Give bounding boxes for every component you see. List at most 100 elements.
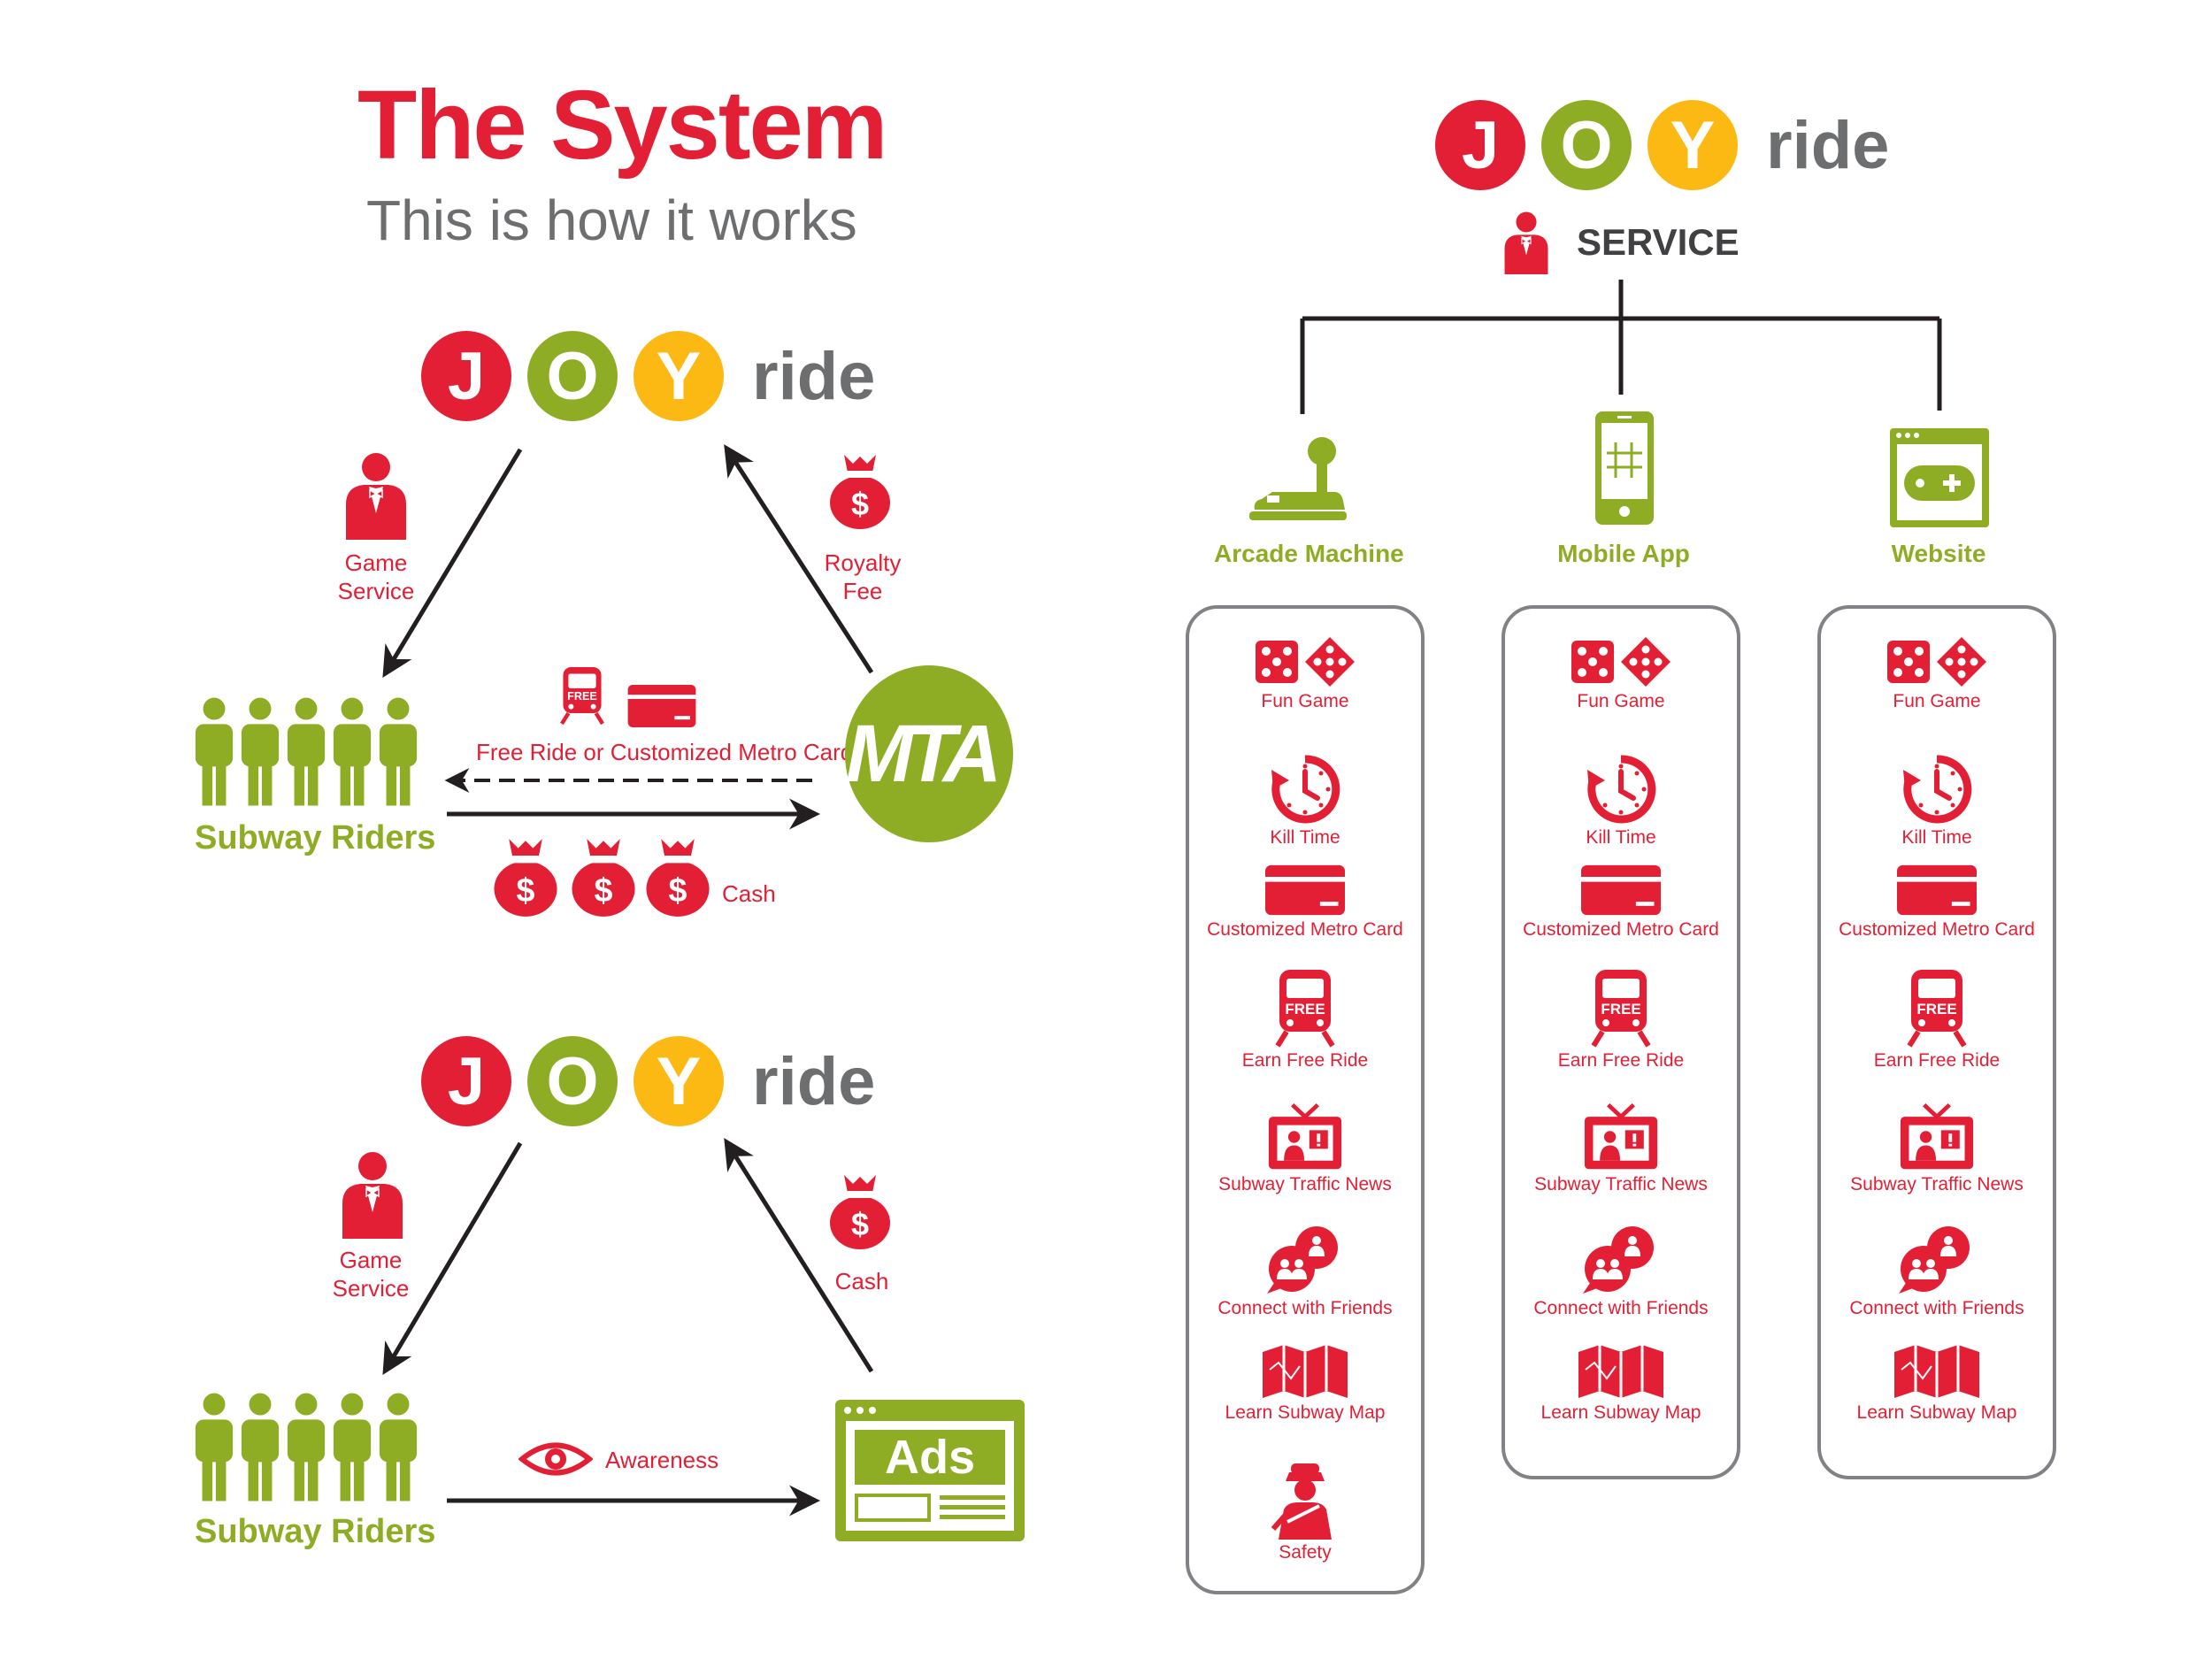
diagram1-arrows <box>382 444 874 830</box>
feature-label: Fun Game <box>1261 691 1349 711</box>
subway-riders-group-1 <box>193 695 423 810</box>
feature-item: Connect with Friends <box>1502 1225 1740 1320</box>
arrow-royalty <box>724 444 874 674</box>
metro-card-icon <box>1817 864 2056 917</box>
logo-letter-o: O <box>527 331 618 421</box>
feature-label: Kill Time <box>1586 827 1656 848</box>
feature-label: Connect with Friends <box>1217 1298 1393 1318</box>
rider-icon <box>239 1391 281 1504</box>
arrow-game-service-2 <box>382 1141 523 1376</box>
logo-letter-o: O <box>1541 100 1632 190</box>
arrow-cash-2 <box>724 1138 874 1373</box>
feature-item: Customized Metro Card <box>1502 864 1740 941</box>
clock-icon <box>1186 754 1425 825</box>
cash-money-bag-icon <box>825 1171 895 1251</box>
feature-item: Learn Subway Map <box>1186 1343 1425 1425</box>
label-cash: Cash <box>722 880 776 907</box>
map-icon <box>1186 1343 1425 1400</box>
service-label: SERVICE <box>1577 221 1740 263</box>
dice-icon <box>1502 635 1740 688</box>
rider-icon <box>331 695 373 809</box>
cash-bag-icon-1 <box>488 835 563 918</box>
feature-label: Earn Free Ride <box>1873 1050 2001 1071</box>
feature-item: Kill Time <box>1817 754 2056 849</box>
label-game-service: Game Service <box>337 549 415 604</box>
feature-label: Customized Metro Card <box>1523 919 1719 940</box>
dice-icon <box>1186 635 1425 688</box>
label-free-ride: Free Ride or Customized Metro Card <box>476 739 854 765</box>
label-game-service-2: Game Service <box>332 1247 410 1302</box>
joyride-logo-main: J O Y ride <box>1435 92 1889 198</box>
rider-icon <box>193 695 235 809</box>
rider-icon <box>193 1391 235 1504</box>
cash-bag-icon-2 <box>566 835 641 918</box>
feature-item: Safety <box>1186 1460 1425 1564</box>
logo-letter-j: J <box>421 331 511 421</box>
logo-letter-j: J <box>1435 100 1525 190</box>
feature-item: Connect with Friends <box>1817 1225 2056 1320</box>
ads-browser-icon: Ads <box>835 1400 1025 1541</box>
tv-news-icon <box>1502 1102 1740 1171</box>
feature-item: Learn Subway Map <box>1502 1343 1740 1425</box>
logo-letter-j: J <box>421 1036 511 1126</box>
feature-label: Customized Metro Card <box>1207 919 1403 940</box>
feature-label: Kill Time <box>1270 827 1340 848</box>
cash-bag-icon-3 <box>641 835 715 918</box>
label-awareness: Awareness <box>605 1447 719 1473</box>
mobile-phone-icon <box>1595 411 1654 525</box>
panel-mobile-app <box>1502 605 1740 1479</box>
feature-item: Fun Game <box>1817 635 2056 713</box>
map-icon <box>1502 1343 1740 1400</box>
tv-news-icon <box>1817 1102 2056 1171</box>
free-train-icon <box>559 665 605 726</box>
feature-item: Earn Free Ride <box>1186 968 1425 1072</box>
feature-item: Subway Traffic News <box>1817 1102 2056 1196</box>
feature-label: Fun Game <box>1893 691 1981 711</box>
label-royalty-fee: Royalty Fee <box>824 549 902 604</box>
service-tree-lines <box>1300 280 1942 414</box>
joystick-icon <box>1249 437 1347 520</box>
feature-item: Earn Free Ride <box>1817 968 2056 1072</box>
metro-card-icon <box>626 683 697 729</box>
metro-card-icon <box>1186 864 1425 917</box>
mta-logo: MTA <box>845 665 1013 842</box>
game-service-person-icon <box>340 451 412 540</box>
feature-label: Subway Traffic News <box>1218 1174 1392 1194</box>
free-train-icon <box>1502 968 1740 1048</box>
eye-icon <box>518 1442 593 1476</box>
page-subtitle: This is how it works <box>366 188 857 252</box>
feature-item: Fun Game <box>1186 635 1425 713</box>
rider-icon <box>285 695 327 809</box>
logo-word-ride: ride <box>752 1043 876 1119</box>
feature-item: Kill Time <box>1502 754 1740 849</box>
feature-label: Earn Free Ride <box>1557 1050 1685 1071</box>
rider-icon <box>377 1391 419 1504</box>
game-service-person-icon-2 <box>336 1150 409 1239</box>
logo-letter-y: Y <box>1647 100 1738 190</box>
logo-word-ride: ride <box>1766 107 1890 183</box>
feature-item: Fun Game <box>1502 635 1740 713</box>
feature-label: Learn Subway Map <box>1856 1402 2017 1423</box>
royalty-money-bag-icon <box>825 451 895 531</box>
feature-item: Connect with Friends <box>1186 1225 1425 1320</box>
feature-label: Kill Time <box>1901 827 1972 848</box>
clock-icon <box>1502 754 1740 825</box>
feature-label: Earn Free Ride <box>1241 1050 1369 1071</box>
subway-riders-group-2 <box>193 1391 423 1506</box>
friends-chat-icon <box>1502 1225 1740 1295</box>
clock-icon <box>1817 754 2056 825</box>
joyride-logo-1: J O Y ride <box>421 323 875 429</box>
feature-item: Customized Metro Card <box>1817 864 2056 941</box>
friends-chat-icon <box>1817 1225 2056 1295</box>
diagram2-arrows <box>382 1138 874 1517</box>
tv-news-icon <box>1186 1102 1425 1171</box>
metro-card-icon <box>1502 864 1740 917</box>
feature-item: Kill Time <box>1186 754 1425 849</box>
ads-text: Ads <box>884 1431 975 1484</box>
platform-label-arcade: Arcade Machine <box>1214 540 1404 567</box>
label-subway-riders-2: Subway Riders <box>195 1513 436 1550</box>
feature-label: Subway Traffic News <box>1850 1174 2024 1194</box>
feature-label: Learn Subway Map <box>1540 1402 1701 1423</box>
page-title: The System <box>357 71 887 180</box>
feature-label: Connect with Friends <box>1533 1298 1709 1318</box>
